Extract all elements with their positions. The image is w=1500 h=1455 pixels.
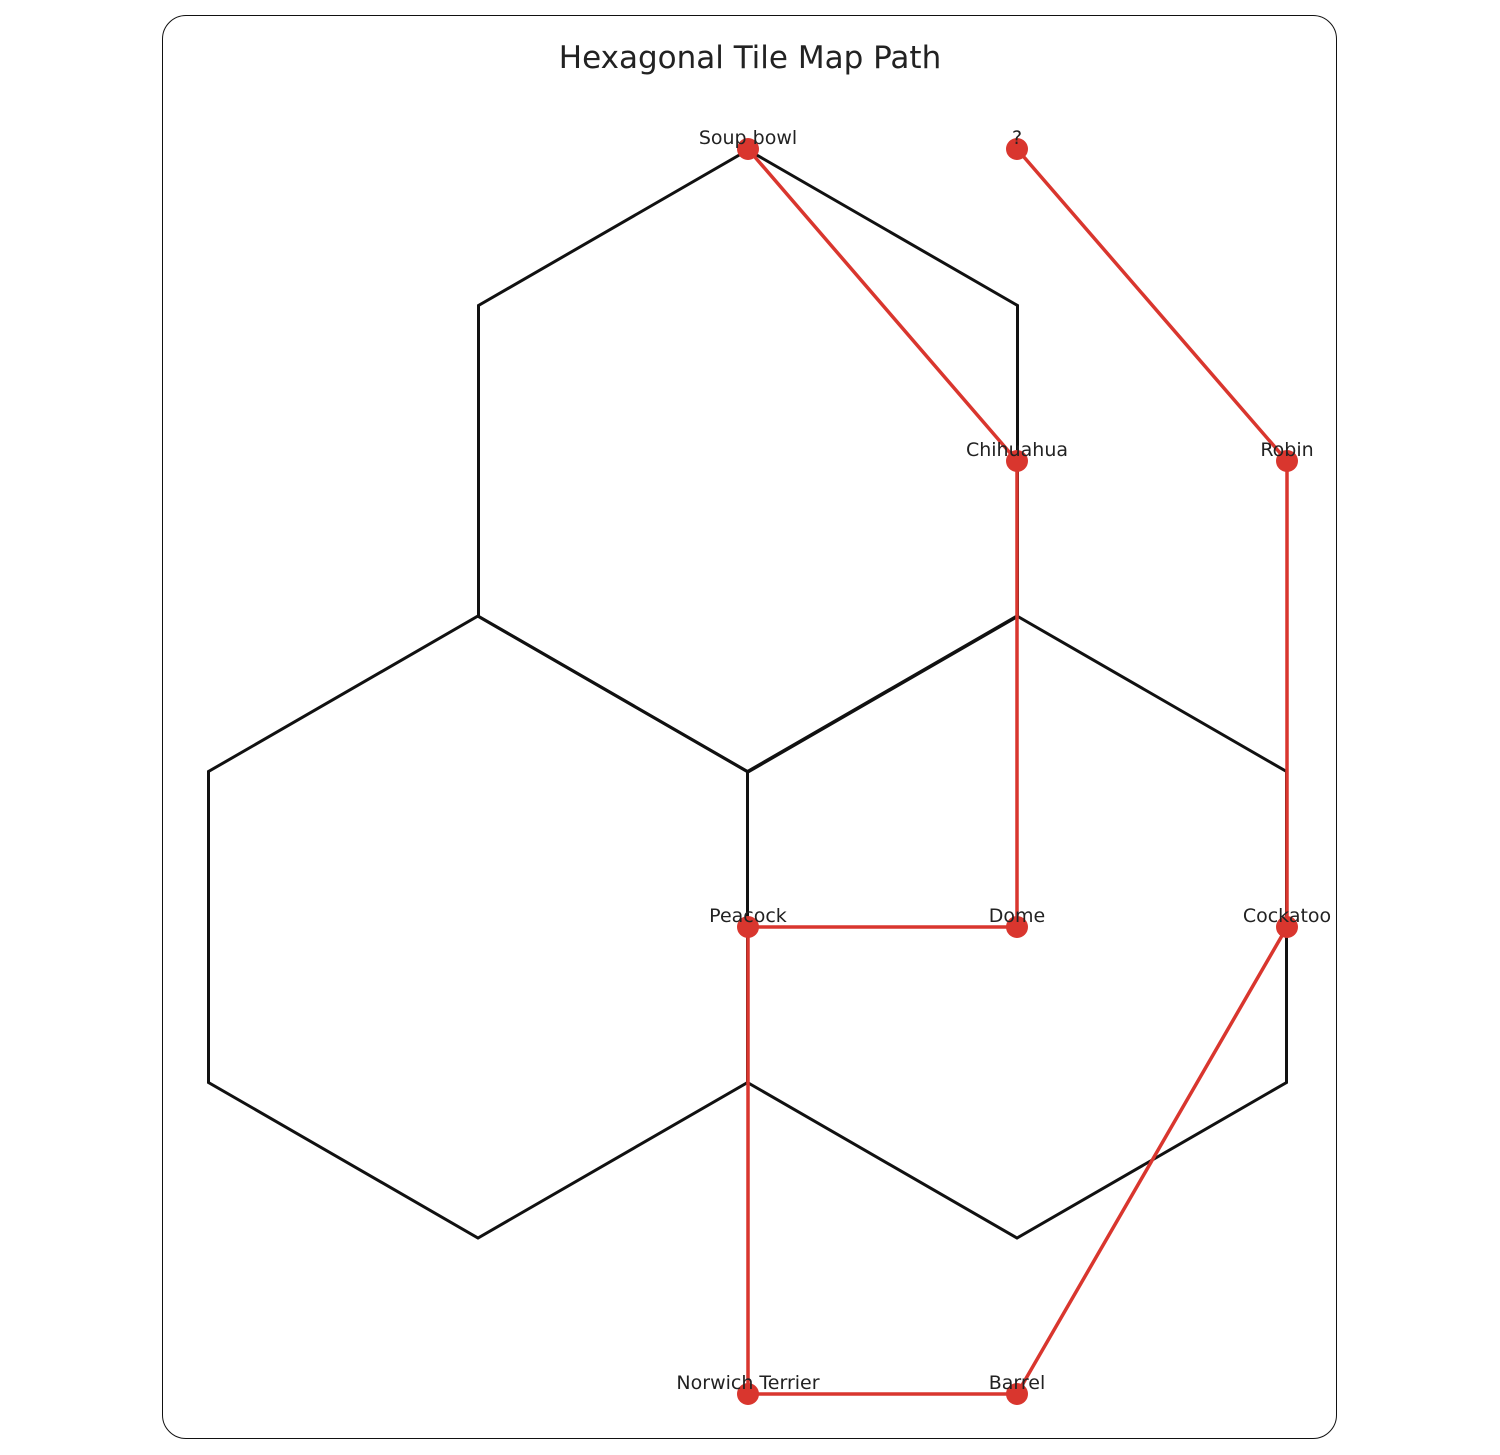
node-soup-bowl — [737, 138, 759, 160]
hex-tile-top — [477, 148, 1019, 774]
route-path — [746, 147, 1289, 1396]
node-cockatoo — [1276, 916, 1298, 938]
path-segment-question-to-robin — [1015, 147, 1289, 463]
node-label-cockatoo: Cockatoo — [1243, 905, 1331, 927]
node-label-chihuahua: Chihuahua — [966, 439, 1068, 461]
node-label-dome: Dome — [989, 905, 1045, 927]
hex-tile-bottom-left — [207, 614, 749, 1240]
node-norwich-terrier — [737, 1383, 759, 1405]
node-barrel — [1006, 1383, 1028, 1405]
node-label-peacock: Peacock — [709, 905, 787, 927]
node-label-barrel: Barrel — [989, 1372, 1046, 1394]
node-label-norwich-terrier: Norwich Terrier — [676, 1372, 819, 1394]
path-segment-chihuahua-to-soup-bowl — [746, 147, 1019, 463]
path-nodes — [737, 138, 1298, 1405]
node-label-soup-bowl: Soup bowl — [699, 127, 797, 149]
path-segment-cockatoo-to-barrel — [1015, 925, 1289, 1396]
node-peacock — [737, 916, 759, 938]
diagram-title: Hexagonal Tile Map Path — [558, 40, 942, 76]
node-robin — [1276, 450, 1298, 472]
node-chihuahua — [1006, 450, 1028, 472]
node-label-robin: Robin — [1260, 439, 1313, 461]
node-label-question: ? — [1012, 127, 1022, 149]
node-question — [1006, 138, 1028, 160]
node-dome — [1006, 916, 1028, 938]
